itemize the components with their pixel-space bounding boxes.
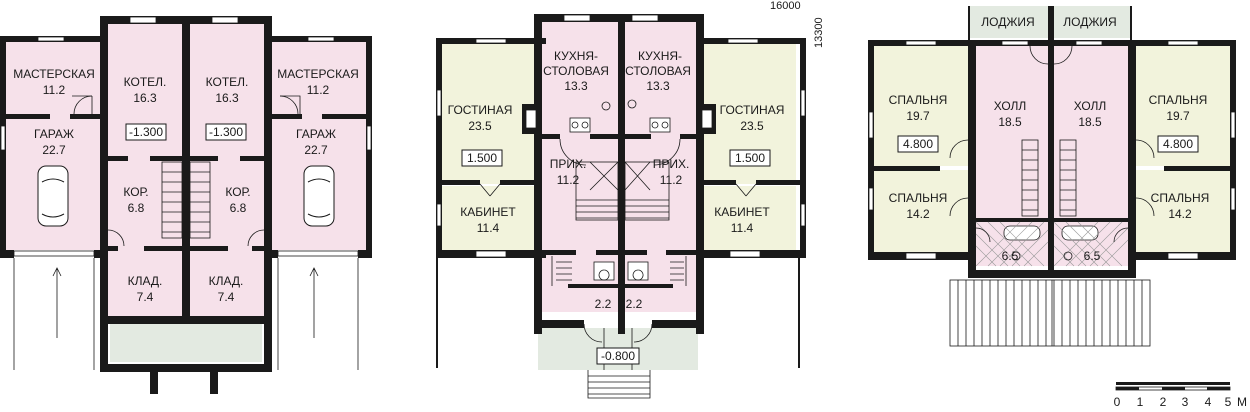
- scale-tick: 0: [1114, 395, 1121, 409]
- porch-level-mark: -0.800: [601, 349, 635, 363]
- room-area: 6.8: [128, 201, 145, 215]
- room-name: КОТЕЛ.: [206, 75, 249, 89]
- room-name-2: СТОЛОВАЯ: [625, 64, 691, 78]
- room-area: 7.4: [218, 290, 235, 304]
- room-area: 14.2: [1168, 207, 1192, 221]
- plan-upper-floor: ЛОДЖИЯ ЛОДЖИЯ СПАЛЬНЯ 19.7 4.800 СПАЛЬНЯ…: [868, 6, 1236, 347]
- room-area: 6.8: [230, 201, 247, 215]
- room-area: 11.2: [307, 83, 330, 97]
- room-name: ГАРАЖ: [296, 127, 336, 141]
- room-area: 2.2: [626, 297, 643, 311]
- room-name: КОТЕЛ.: [124, 75, 167, 89]
- level-mark: 1.500: [467, 151, 497, 165]
- room-name: МАСТЕРСКАЯ: [277, 67, 359, 81]
- plan-basement: МАСТЕРСКАЯ 11.2 ГАРАЖ 22.7 КОТЕЛ. 16.3 -…: [0, 16, 372, 394]
- room-name: ПРИХ.: [550, 157, 587, 171]
- room-area: 11.2: [660, 173, 683, 187]
- room-name-2: СТОЛОВАЯ: [543, 64, 609, 78]
- room-area: 2.2: [595, 297, 612, 311]
- room-name: КУХНЯ-: [638, 49, 682, 63]
- room-area: 13.3: [646, 79, 670, 93]
- room-area: 7.4: [137, 290, 154, 304]
- scale-tick: 2: [1160, 395, 1167, 409]
- level-mark: -1.300: [209, 125, 243, 139]
- room-area: 22.7: [42, 143, 66, 157]
- room-name: КУХНЯ-: [554, 49, 598, 63]
- room-name: ПРИХ.: [653, 157, 690, 171]
- room-area: 11.4: [477, 221, 500, 235]
- plan-ground-floor: 16000 13300: [436, 0, 825, 399]
- room-area: 16.3: [215, 91, 239, 105]
- room-name: КАБИНЕТ: [714, 205, 770, 219]
- room-area: 23.5: [740, 119, 764, 133]
- scale-bar: 0 1 2 3 4 5 М: [1114, 382, 1247, 409]
- room-area: 13.3: [564, 79, 588, 93]
- room-name: ГАРАЖ: [34, 127, 74, 141]
- room-name: КЛАД.: [128, 274, 163, 288]
- room-area: 23.5: [468, 119, 492, 133]
- room-area: 11.4: [731, 221, 754, 235]
- room-area: 19.7: [906, 109, 930, 123]
- dimension-depth: 13300: [813, 17, 825, 48]
- loggia-label: ЛОДЖИЯ: [1063, 15, 1116, 29]
- room-name: СПАЛЬНЯ: [889, 191, 948, 205]
- room-name: КАБИНЕТ: [460, 205, 516, 219]
- room-name: КОР.: [123, 185, 148, 199]
- room-name: ХОЛЛ: [1074, 99, 1107, 113]
- room-area: 11.2: [43, 83, 66, 97]
- room-area: 19.7: [1166, 109, 1190, 123]
- room-area: 6.5: [1084, 249, 1101, 263]
- room-area: 18.5: [998, 115, 1022, 129]
- level-mark: -1.300: [129, 125, 163, 139]
- level-mark: 1.500: [735, 151, 765, 165]
- room-name: ГОСТИНАЯ: [448, 103, 513, 117]
- scale-tick: 4: [1205, 395, 1212, 409]
- room-name: КЛАД.: [209, 274, 244, 288]
- room-name: МАСТЕРСКАЯ: [13, 67, 95, 81]
- room-name: ХОЛЛ: [994, 99, 1027, 113]
- room-area: 11.2: [557, 173, 580, 187]
- scale-tick: 3: [1182, 395, 1189, 409]
- room-name: СПАЛЬНЯ: [1151, 191, 1210, 205]
- dimension-width: 16000: [770, 0, 801, 12]
- room-area: 18.5: [1078, 115, 1102, 129]
- room-area: 6.5: [1002, 249, 1019, 263]
- level-mark: 4.800: [903, 137, 933, 151]
- level-mark: 4.800: [1163, 137, 1193, 151]
- room-area: 14.2: [906, 207, 930, 221]
- scale-tick: 5: [1225, 395, 1232, 409]
- scale-tick: 1: [1137, 395, 1144, 409]
- loggia-label: ЛОДЖИЯ: [981, 15, 1034, 29]
- room-name: ГОСТИНАЯ: [720, 103, 785, 117]
- room-area: 16.3: [133, 91, 157, 105]
- room-area: 22.7: [304, 143, 328, 157]
- room-name: СПАЛЬНЯ: [889, 93, 948, 107]
- room-name: СПАЛЬНЯ: [1149, 93, 1208, 107]
- scale-unit: М: [1237, 395, 1247, 409]
- room-name: КОР.: [225, 185, 250, 199]
